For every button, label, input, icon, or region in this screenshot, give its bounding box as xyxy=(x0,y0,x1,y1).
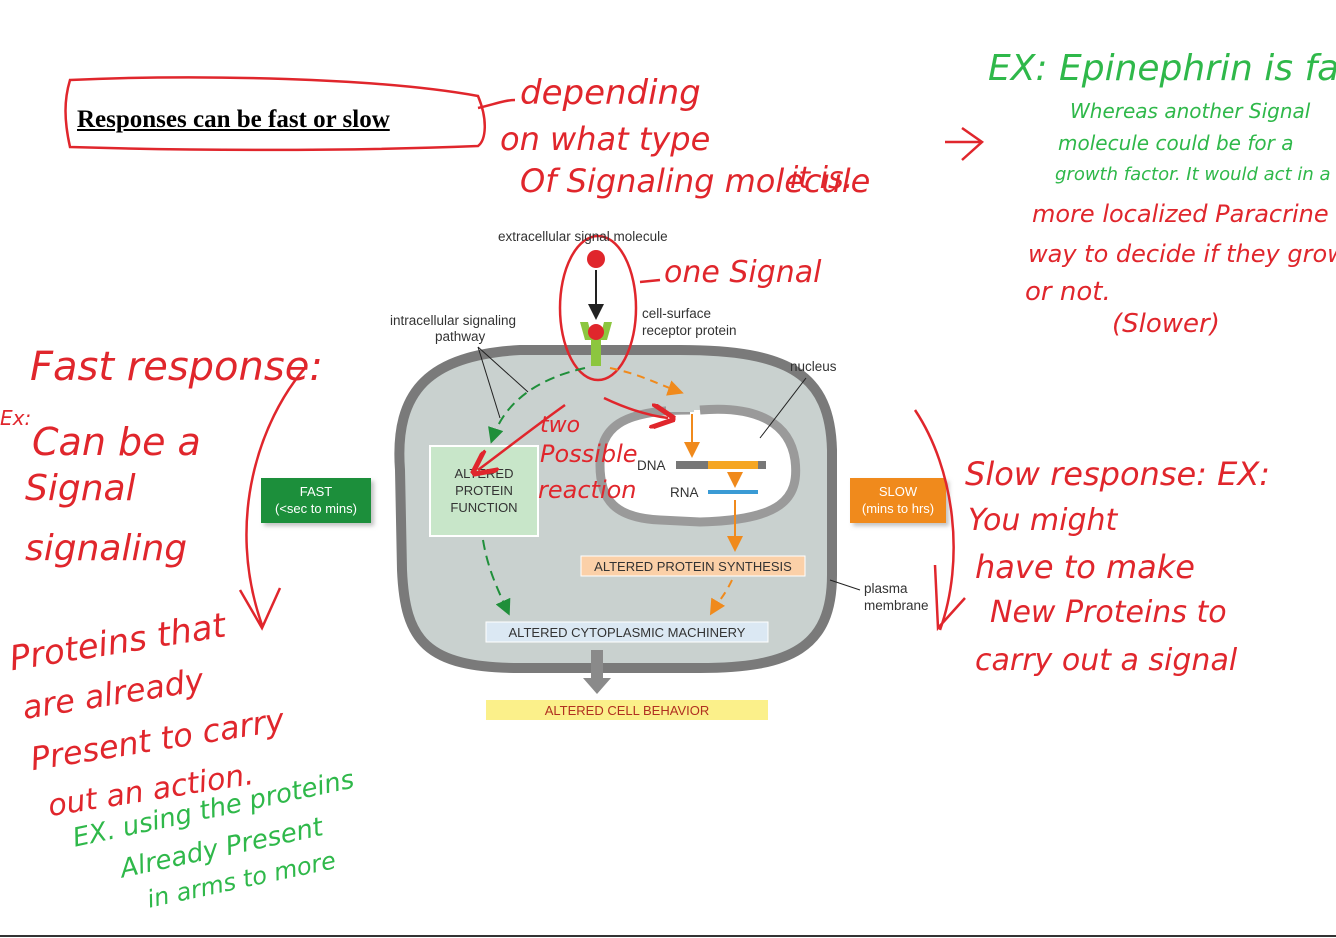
cell-behavior: ALTERED CELL BEHAVIOR xyxy=(545,703,709,718)
pathway-label-1: intracellular signaling xyxy=(390,313,516,328)
dna-gene-segment xyxy=(708,461,758,469)
two-reaction-arrow-left xyxy=(478,403,566,470)
slow-down-arrow xyxy=(913,409,966,632)
note-paracrine-2: way to decide if they grow xyxy=(1028,240,1336,268)
note-two: two xyxy=(540,413,580,438)
note-depending-3: Of Signaling molecule xyxy=(520,162,870,200)
note-slow-5: carry out a signal xyxy=(975,643,1238,678)
receptor-label-1: cell-surface xyxy=(642,306,711,321)
plasma-label-2: membrane xyxy=(864,598,929,613)
note-fast-body-3: signaling xyxy=(25,528,187,569)
slow-label: SLOW xyxy=(879,484,918,499)
fast-down-arrow xyxy=(238,367,306,631)
note-slow-4: New Proteins to xyxy=(990,595,1227,630)
pathway-pointer-2 xyxy=(477,346,501,419)
note-fast-body-2: Signal xyxy=(25,468,136,509)
cell-behavior-box xyxy=(486,700,768,720)
synthesis-to-machinery-arrow xyxy=(709,579,733,616)
cytoplasmic-machinery-box xyxy=(485,621,769,643)
altered-protein-synthesis-box xyxy=(580,555,806,577)
apf-line-1: ALTERED xyxy=(455,466,514,481)
title-connector-stroke xyxy=(477,98,516,110)
note-reaction: reaction xyxy=(538,476,637,504)
arrow-to-example xyxy=(945,126,985,161)
signal-molecule xyxy=(587,250,605,268)
slow-badge xyxy=(850,478,946,523)
note-whereas-3: growth factor. It would act in a xyxy=(1055,164,1331,185)
nucleus-pointer xyxy=(759,377,807,439)
receptor-cup xyxy=(580,322,612,340)
behavior-arrow-head xyxy=(583,678,611,694)
plasma-pointer xyxy=(829,579,861,591)
note-ex-small: Ex: xyxy=(0,406,31,430)
receptor-stem xyxy=(591,340,601,366)
note-fast-response: Fast response: xyxy=(30,344,323,390)
note-depending-1: depending xyxy=(520,73,701,113)
note-slow-2: You might xyxy=(968,503,1119,538)
slow-time: (mins to hrs) xyxy=(862,501,934,516)
two-reaction-arrow-right xyxy=(603,396,668,418)
rna-label: RNA xyxy=(670,485,699,500)
pathway-label-2: pathway xyxy=(435,329,486,344)
receptor-label-2: receptor protein xyxy=(642,323,737,338)
bound-signal-molecule xyxy=(588,324,604,340)
behavior-arrow-shaft xyxy=(591,650,603,680)
note-whereas-1: Whereas another Signal xyxy=(1070,99,1311,123)
note-slow-3: have to make xyxy=(975,548,1195,586)
extracellular-label: extracellular signal molecule xyxy=(498,229,668,244)
rna-bar xyxy=(708,490,758,494)
note-depending-4: it is. xyxy=(790,161,853,196)
apf-line-2: PROTEIN xyxy=(455,483,513,498)
note-paracrine-3: or not. xyxy=(1025,277,1111,307)
bottom-rule xyxy=(0,935,1336,937)
note-depending-2: on what type xyxy=(500,120,710,158)
note-paracrine-4: (Slower) xyxy=(1112,309,1220,339)
signal-highlight-oval xyxy=(558,234,638,382)
note-fast-body-1: Can be a xyxy=(32,420,201,464)
fast-badge xyxy=(261,478,371,523)
nucleus-label: nucleus xyxy=(790,359,837,374)
cytoplasmic-machinery: ALTERED CYTOPLASMIC MACHINERY xyxy=(509,625,746,640)
dna-label: DNA xyxy=(637,458,666,473)
note-slow-1: Slow response: EX: xyxy=(965,455,1270,493)
note-possible: Possible xyxy=(540,440,638,468)
fast-time: (<sec to mins) xyxy=(275,501,357,516)
pathway-pointer-1 xyxy=(477,346,529,393)
slide-title: Responses can be fast or slow xyxy=(77,106,390,133)
nuclear-pore-gap xyxy=(666,398,694,412)
note-paracrine-1: more localized Paracrine xyxy=(1032,200,1329,228)
plasma-label-1: plasma xyxy=(864,581,908,596)
note-example-top: EX: Epinephrin is fast xyxy=(988,48,1336,89)
title-highlight-box xyxy=(64,76,486,152)
fast-label: FAST xyxy=(300,484,333,499)
note-one-signal: one Signal xyxy=(664,255,822,290)
apf-line-3: FUNCTION xyxy=(450,500,517,515)
one-signal-dash xyxy=(639,278,661,284)
note-whereas-2: molecule could be for a xyxy=(1058,131,1293,155)
altered-protein-synthesis: ALTERED PROTEIN SYNTHESIS xyxy=(594,559,792,574)
fast-to-machinery-arrow xyxy=(482,539,511,616)
